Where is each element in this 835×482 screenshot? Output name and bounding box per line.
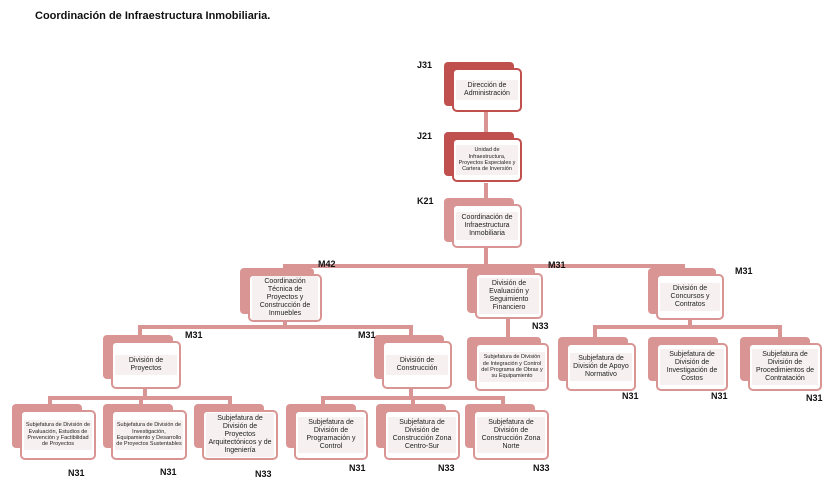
level-code: N33 — [438, 463, 455, 473]
connector — [228, 396, 232, 406]
node-label: Unidad de Infraestructura, Proyectos Esp… — [456, 145, 518, 175]
connector — [321, 396, 325, 406]
level-code: M31 — [735, 266, 753, 276]
connector — [409, 386, 413, 398]
node-label: Subjefatura de División de Integración y… — [479, 352, 545, 382]
node-label: Subjefatura de División de Proyectos Arq… — [206, 412, 274, 458]
level-code: M31 — [185, 330, 203, 340]
connector — [283, 264, 685, 268]
connector — [778, 325, 782, 338]
page-title: Coordinación de Infraestructura Inmobili… — [35, 10, 271, 22]
node-label: Coordinación de Infraestructura Inmobili… — [456, 211, 518, 241]
level-code: J21 — [417, 131, 433, 141]
node-label: Coordinación Técnica de Proyectos y Cons… — [252, 275, 318, 321]
level-code: N31 — [68, 468, 85, 478]
connector — [138, 325, 142, 336]
connector — [139, 396, 143, 406]
level-code: M31 — [358, 330, 376, 340]
connector — [484, 112, 488, 134]
connector — [138, 325, 413, 329]
level-code: N33 — [533, 463, 550, 473]
level-code: N33 — [255, 469, 272, 479]
node-label: División de Proyectos — [115, 354, 177, 376]
level-code: M31 — [548, 260, 566, 270]
level-code: N31 — [806, 393, 823, 403]
node-label: Subjefatura de División de Construcción … — [388, 416, 456, 454]
connector — [409, 325, 413, 336]
level-code: K21 — [417, 196, 434, 206]
connector — [593, 325, 597, 338]
connector — [283, 318, 287, 328]
node-label: División de Evaluación y Seguimiento Fin… — [479, 277, 539, 315]
node-label: Subjefatura de División de Programación … — [298, 416, 364, 454]
connector — [484, 183, 488, 200]
level-code: N31 — [349, 463, 366, 473]
node-label: Subjefatura de División de Investigación… — [660, 348, 724, 386]
connector — [681, 264, 685, 270]
connector — [48, 396, 52, 406]
level-code: M42 — [318, 259, 336, 269]
connector — [506, 318, 510, 339]
connector — [283, 264, 287, 270]
level-code: N31 — [160, 467, 177, 477]
level-code: J31 — [417, 60, 433, 70]
node-label: Subjefatura de División de Construcción … — [477, 416, 545, 454]
connector — [411, 396, 415, 406]
level-code: N31 — [622, 391, 639, 401]
node-label: Subjefatura de División de Procedimiento… — [752, 348, 818, 386]
level-code: N31 — [711, 391, 728, 401]
node-label: División de Construcción — [386, 354, 448, 376]
node-label: Subjefatura de División de Apoyo Normati… — [570, 352, 632, 382]
level-code: N33 — [532, 321, 549, 331]
node-label: División de Concursos y Contratos — [660, 282, 720, 312]
connector — [143, 386, 147, 398]
node-label: Subjefatura de División de Investigación… — [115, 420, 183, 450]
connector — [501, 396, 505, 406]
node-label: Subjefatura de División de Evaluación, E… — [24, 420, 92, 450]
connector — [593, 325, 782, 329]
node-label: Dirección de Administración — [456, 79, 518, 101]
connector — [484, 246, 488, 266]
connector — [688, 320, 692, 328]
